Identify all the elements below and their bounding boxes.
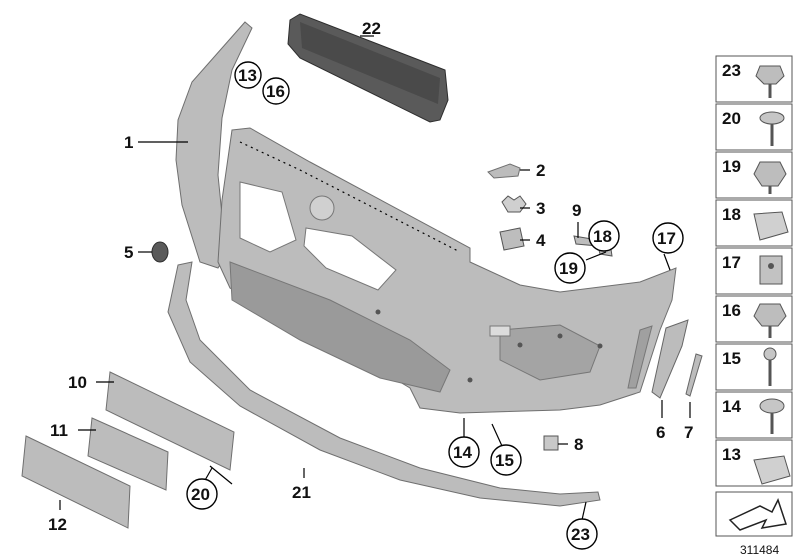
callout-17-circled: 17 (657, 229, 676, 248)
callout-21: 21 (292, 483, 311, 502)
callout-2: 2 (536, 161, 545, 180)
legend-item-14: 14 (722, 397, 741, 416)
callout-11: 11 (50, 421, 68, 440)
callout-10: 10 (68, 373, 87, 392)
callout-15-circled: 15 (495, 451, 514, 470)
part-5-cap (151, 241, 169, 263)
callout-3: 3 (536, 199, 545, 218)
part-11-plate-base (87, 417, 169, 491)
legend-item-19: 19 (722, 157, 741, 176)
legend-item-16: 16 (722, 301, 741, 320)
callout-8: 8 (574, 435, 583, 454)
callout-4: 4 (536, 231, 546, 250)
part-4-bracket (499, 227, 525, 251)
callout-20-circled: 20 (191, 485, 210, 504)
part-21-lower-spoiler (167, 261, 601, 507)
arrow-icon (728, 498, 787, 531)
callout-6: 6 (656, 423, 665, 442)
legend-item-20: 20 (722, 109, 741, 128)
part-1-bumper-cover (175, 21, 677, 414)
callout-5: 5 (124, 243, 133, 262)
part-3-clip (501, 195, 527, 213)
part-22-carrier (287, 13, 449, 123)
callout-16-circled: 16 (266, 82, 285, 101)
callout-1: 1 (124, 133, 133, 152)
part-12-plate-base (21, 435, 131, 529)
callout-18-circled: 18 (593, 227, 612, 246)
callout-23-circled: 23 (571, 525, 590, 544)
part-7-trim (685, 353, 703, 397)
legend-item-17: 17 (722, 253, 741, 272)
fastener-legend: 23 20 19 18 17 16 15 14 13 (715, 55, 793, 537)
part-2-washer-cover (487, 163, 521, 179)
callout-7: 7 (684, 423, 693, 442)
part-10-plate-base (105, 371, 235, 471)
callout-14-circled: 14 (453, 443, 472, 462)
callout-9: 9 (572, 201, 581, 220)
callout-22: 22 (362, 19, 381, 38)
callout-13-circled: 13 (238, 66, 257, 85)
legend-item-15: 15 (722, 349, 741, 368)
callout-19-circled: 19 (559, 259, 578, 278)
legend-item-23: 23 (722, 61, 741, 80)
diagram-number: 311484 (740, 543, 779, 557)
part-8-nut (543, 435, 559, 451)
part-6-trim (651, 319, 689, 399)
legend-item-13: 13 (722, 445, 741, 464)
leader-lines (59, 35, 691, 521)
legend-item-18: 18 (722, 205, 741, 224)
callout-12: 12 (48, 515, 67, 534)
